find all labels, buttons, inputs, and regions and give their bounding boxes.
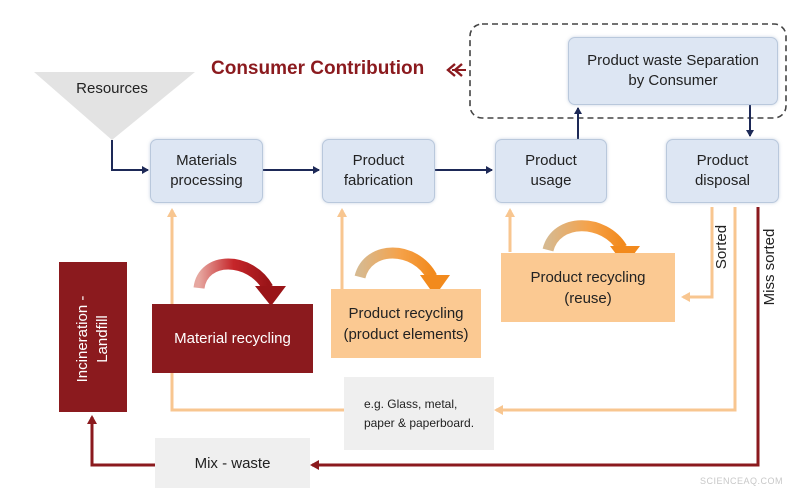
mix-waste-to-landfill-line [87, 415, 155, 467]
resources-label: Resources [76, 80, 148, 97]
resources-to-processing-arrow [111, 140, 149, 174]
product-usage-box: Product usage [495, 139, 607, 203]
product-fabrication-box: Product fabrication [322, 139, 435, 203]
mix-waste-box: Mix - waste [155, 438, 310, 488]
material-recycling-curve-icon [193, 258, 286, 306]
sorted-to-reuse-line [681, 207, 714, 302]
waste-separation-label: Product waste Separation by Consumer [587, 52, 759, 89]
material-recycling-box: Material recycling [152, 304, 313, 373]
materials-example-box: e.g. Glass, metal, paper & paperboard. [344, 377, 494, 450]
materials-example-label: e.g. Glass, metal, paper & paperboard. [363, 396, 475, 430]
consumer-contribution-label: Consumer Contribution [211, 58, 425, 79]
watermark-text: SCIENCEAQ.COM [700, 476, 784, 486]
materials-to-processing-line [167, 208, 344, 412]
sorted-label: Sorted [713, 224, 730, 270]
waste-separation-box: Product waste Separation by Consumer [568, 37, 778, 105]
product-fabrication-label: Product fabrication [343, 152, 414, 189]
reuse-recycling-box: Product recycling (reuse) [501, 253, 675, 322]
product-disposal-box: Product disposal [666, 139, 779, 203]
mix-waste-label: Mix - waste [194, 454, 271, 472]
product-disposal-label: Product disposal [694, 152, 751, 189]
miss-sorted-line [310, 207, 760, 470]
consumer-dashed-region [469, 23, 787, 119]
consumer-contribution-arrow [446, 63, 466, 77]
product-elements-recycling-box: Product recycling (product elements) [331, 289, 481, 358]
incineration-landfill-box [59, 262, 127, 412]
material-recycling-label: Material recycling [174, 330, 291, 347]
product-elements-curve-icon [354, 247, 450, 296]
product-usage-label: Product usage [525, 152, 577, 189]
incineration-landfill-label: Incineration - Landfill [74, 295, 111, 383]
reuse-recycling-label: Product recycling (reuse) [530, 268, 646, 307]
materials-processing-label: Materials processing [170, 152, 243, 189]
miss-sorted-label: Miss sorted [761, 228, 778, 306]
product-elements-recycling-label: Product recycling (product elements) [343, 304, 469, 343]
materials-processing-box: Materials processing [150, 139, 263, 203]
sorted-to-materials-line [494, 207, 737, 415]
resources-funnel-shape [34, 72, 195, 140]
